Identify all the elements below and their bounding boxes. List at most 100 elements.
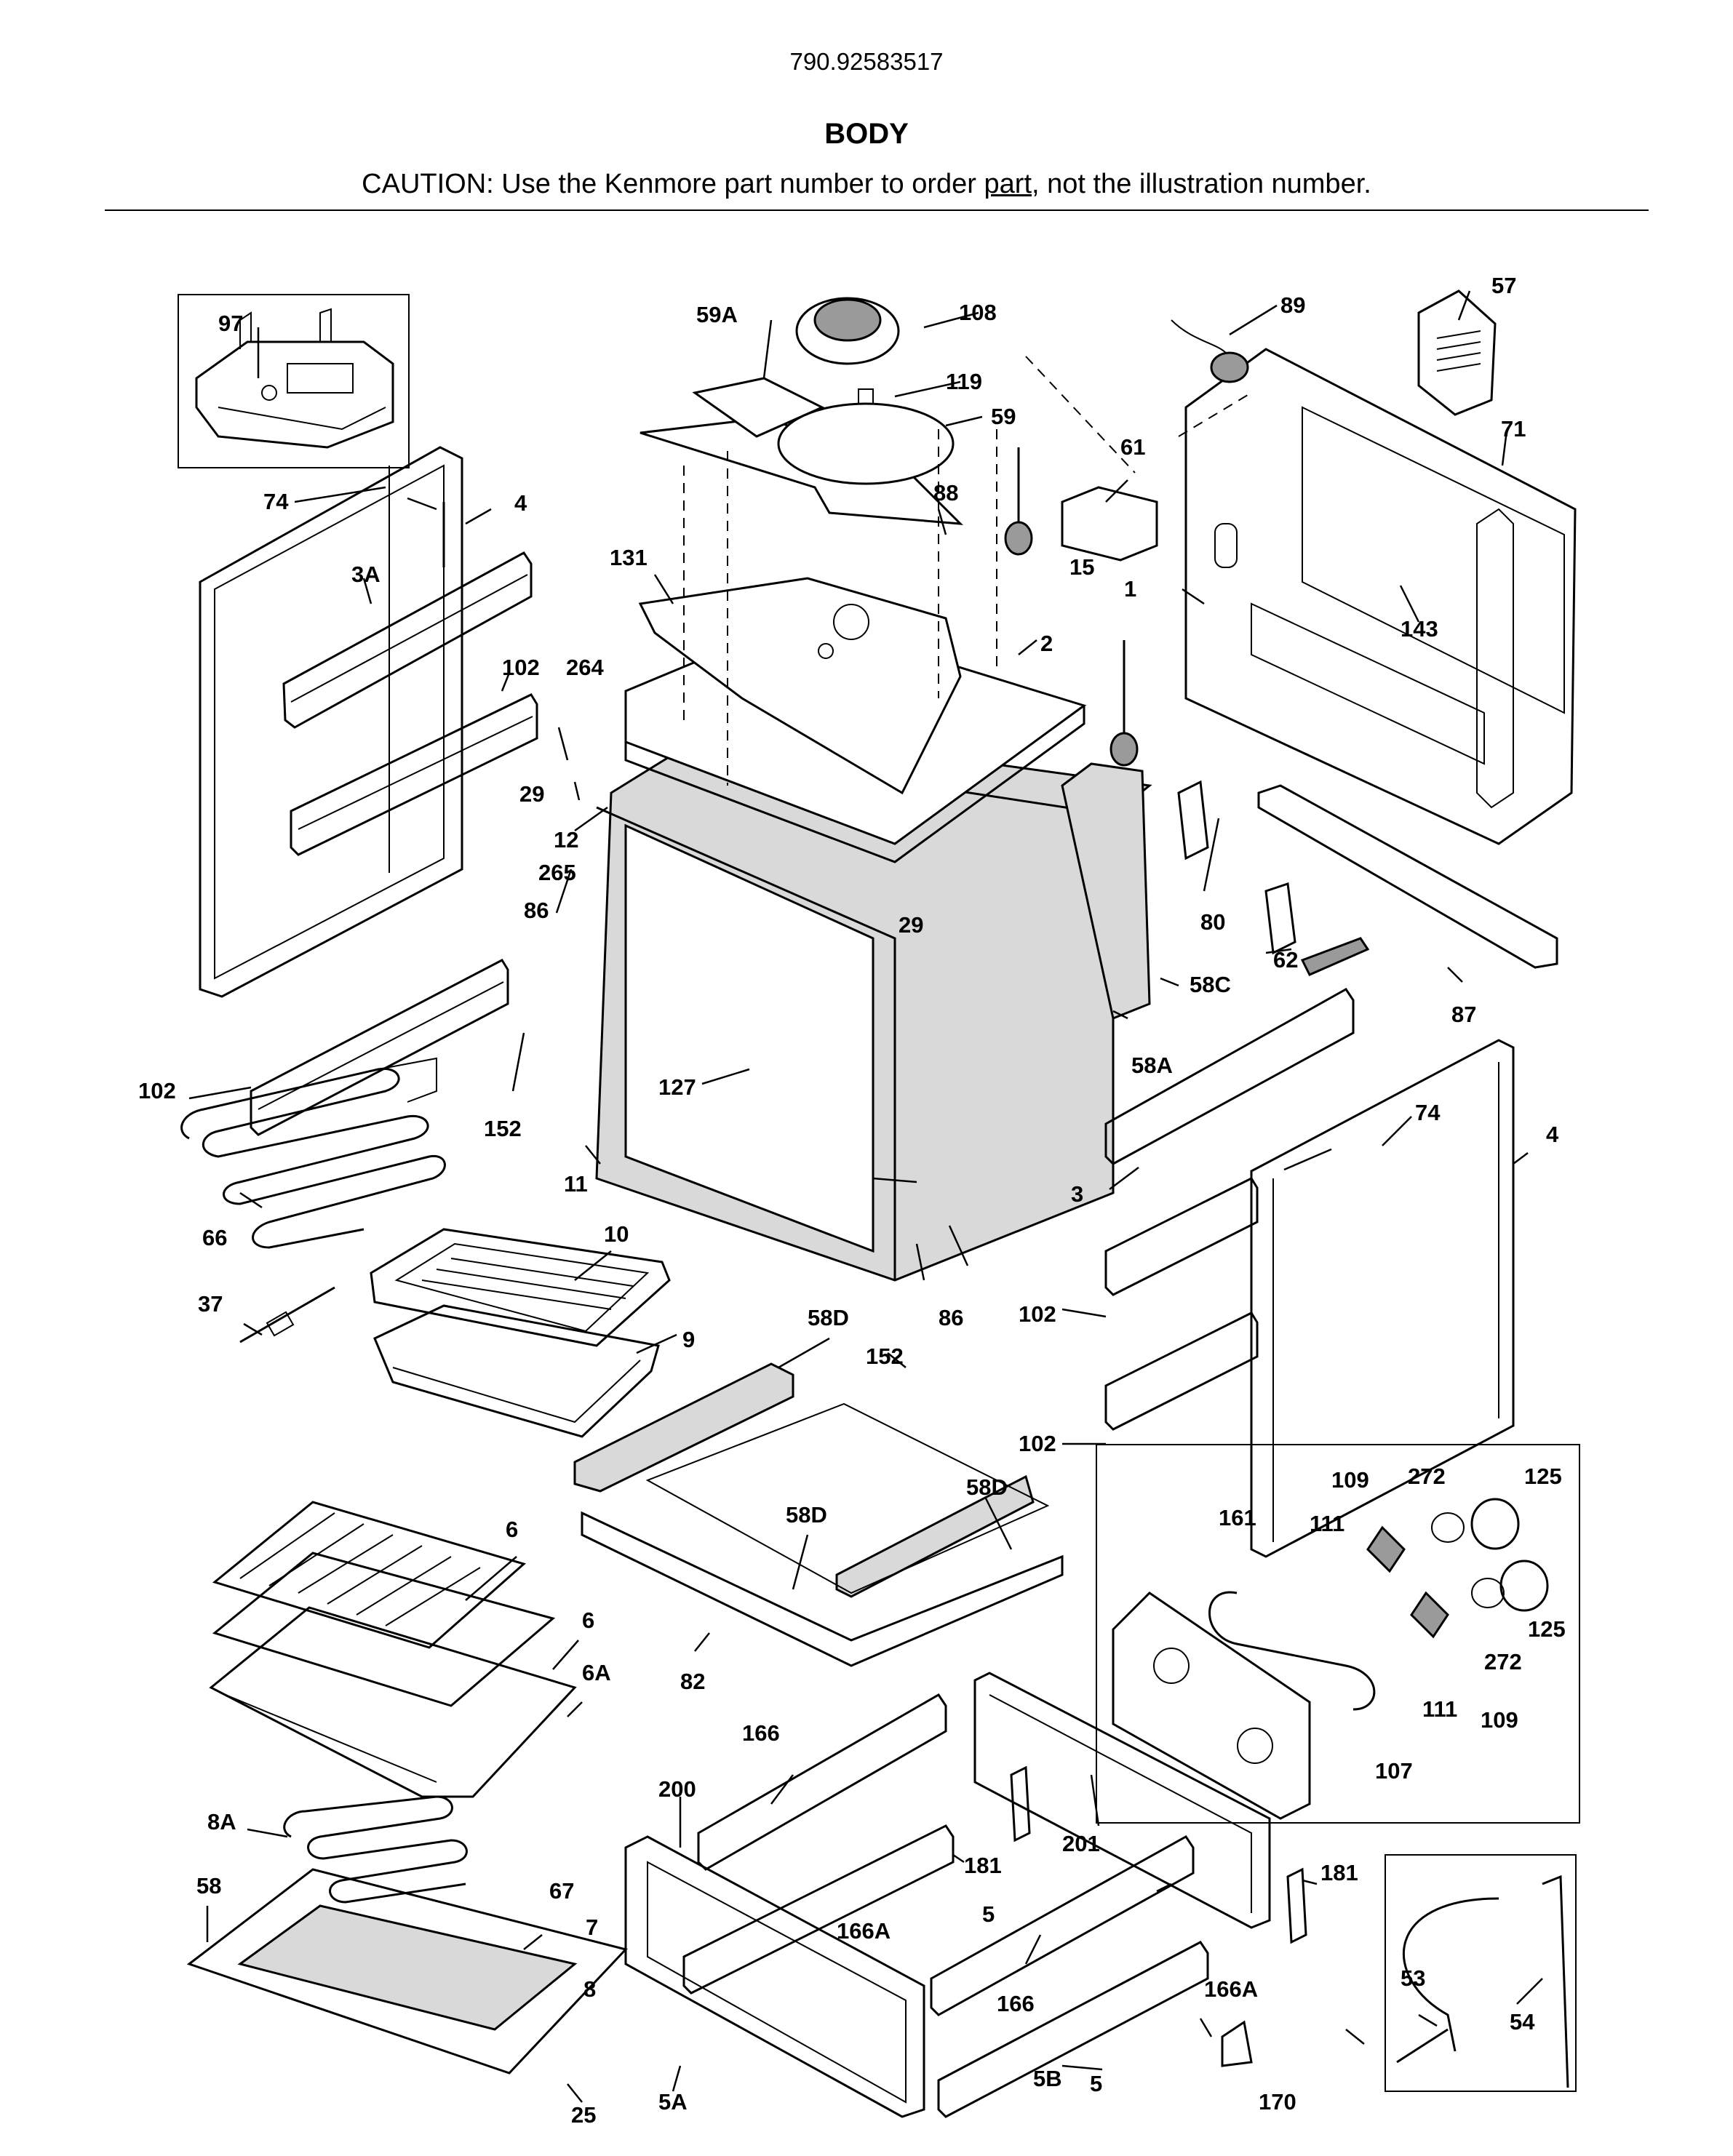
part-broiler-pan[interactable]: [373, 1304, 660, 1438]
callout-57[interactable]: 57: [1491, 273, 1516, 298]
part-rear-rail[interactable]: [1257, 784, 1558, 969]
part-gliding-rack[interactable]: [209, 1606, 577, 1798]
callout-107[interactable]: 107: [1375, 1758, 1413, 1784]
part-side-rail-102-upper[interactable]: [290, 693, 538, 856]
callout-89[interactable]: 89: [1280, 292, 1305, 318]
callout-58[interactable]: 58: [196, 1873, 221, 1899]
callout-201[interactable]: 201: [1062, 1831, 1100, 1856]
part-meat-probe[interactable]: [239, 1286, 335, 1343]
part-terminal-block[interactable]: [1300, 937, 1370, 976]
callout-6-b[interactable]: 6: [582, 1608, 594, 1633]
callout-3[interactable]: 3: [1071, 1181, 1083, 1207]
callout-67[interactable]: 67: [549, 1878, 574, 1904]
part-side-rail-102-right-upper[interactable]: [1104, 1177, 1259, 1296]
part-control-board[interactable]: [178, 294, 410, 468]
callout-166-b[interactable]: 166: [997, 1991, 1035, 2016]
callout-181-b[interactable]: 181: [1320, 1860, 1358, 1885]
callout-131[interactable]: 131: [610, 545, 648, 570]
callout-109[interactable]: 109: [1331, 1467, 1369, 1493]
callout-58d[interactable]: 58D: [808, 1305, 849, 1330]
part-air-duct[interactable]: [640, 377, 963, 525]
callout-166a[interactable]: 166A: [837, 1918, 891, 1944]
part-side-rail-3[interactable]: [1104, 988, 1355, 1165]
callout-12[interactable]: 12: [554, 827, 578, 853]
callout-59[interactable]: 59: [991, 404, 1016, 429]
callout-54[interactable]: 54: [1510, 2009, 1535, 2035]
callout-29-b[interactable]: 29: [899, 912, 923, 938]
callout-102-d[interactable]: 102: [1019, 1431, 1056, 1456]
callout-10[interactable]: 10: [604, 1221, 629, 1247]
part-left-side-panel[interactable]: [199, 446, 463, 998]
callout-166a-b[interactable]: 166A: [1204, 1976, 1258, 2002]
callout-80[interactable]: 80: [1200, 909, 1225, 935]
callout-119[interactable]: 119: [946, 369, 982, 394]
part-side-rail-102-lower[interactable]: [250, 959, 509, 1136]
callout-127[interactable]: 127: [658, 1074, 696, 1100]
part-side-rail-102-right-lower[interactable]: [1104, 1311, 1259, 1431]
callout-58d-c[interactable]: 58D: [786, 1502, 827, 1528]
callout-15[interactable]: 15: [1069, 554, 1094, 580]
callout-4[interactable]: 4: [514, 490, 527, 516]
part-rear-frame[interactable]: [973, 1672, 1271, 1929]
part-back-panel[interactable]: [1184, 348, 1577, 845]
callout-58c[interactable]: 58C: [1190, 972, 1231, 997]
callout-6a[interactable]: 6A: [582, 1660, 611, 1685]
callout-11[interactable]: 11: [564, 1171, 588, 1197]
part-leveling-leg-170[interactable]: [1221, 2020, 1253, 2067]
part-cross-rail-166[interactable]: [697, 1693, 1195, 2016]
callout-5-b[interactable]: 5: [1090, 2071, 1102, 2096]
callout-7[interactable]: 7: [586, 1915, 598, 1940]
callout-152-b[interactable]: 152: [866, 1343, 904, 1369]
part-cross-rail-166a[interactable]: [682, 1824, 1209, 2118]
callout-58a[interactable]: 58A: [1131, 1053, 1173, 1078]
part-bracket-181[interactable]: [1010, 1765, 1307, 1944]
callout-166[interactable]: 166: [742, 1720, 780, 1746]
callout-59a[interactable]: 59A: [696, 302, 738, 327]
callout-264[interactable]: 264: [566, 655, 604, 680]
callout-74-b[interactable]: 74: [1415, 1100, 1441, 1125]
callout-53[interactable]: 53: [1401, 1965, 1425, 1991]
part-side-rail-3a[interactable]: [282, 551, 533, 729]
callout-272[interactable]: 272: [1408, 1464, 1446, 1489]
callout-1[interactable]: 1: [1124, 576, 1136, 602]
callout-9[interactable]: 9: [682, 1327, 695, 1352]
part-oven-sensor[interactable]: [1385, 1854, 1577, 2092]
callout-3a[interactable]: 3A: [351, 562, 381, 587]
callout-181[interactable]: 181: [964, 1853, 1002, 1878]
part-vent-cover[interactable]: [1417, 290, 1497, 416]
callout-5[interactable]: 5: [982, 1901, 995, 1927]
callout-272-b[interactable]: 272: [1484, 1649, 1522, 1674]
part-hinge-receiver[interactable]: [1177, 780, 1296, 955]
callout-143[interactable]: 143: [1401, 616, 1438, 642]
part-hidden-bake-element[interactable]: [283, 1795, 468, 1904]
callout-102-c[interactable]: 102: [1019, 1301, 1056, 1327]
callout-37[interactable]: 37: [198, 1291, 223, 1317]
callout-25[interactable]: 25: [571, 2102, 596, 2128]
callout-74[interactable]: 74: [263, 489, 289, 514]
callout-2[interactable]: 2: [1040, 631, 1053, 656]
callout-61[interactable]: 61: [1120, 434, 1145, 460]
callout-125-b[interactable]: 125: [1528, 1616, 1566, 1642]
callout-108[interactable]: 108: [959, 300, 997, 325]
callout-170[interactable]: 170: [1259, 2089, 1296, 2115]
callout-102-b[interactable]: 102: [138, 1078, 176, 1103]
callout-161[interactable]: 161: [1219, 1505, 1256, 1530]
part-bake-element[interactable]: [180, 1057, 446, 1249]
callout-86[interactable]: 86: [524, 898, 549, 923]
callout-62[interactable]: 62: [1273, 947, 1298, 973]
part-convection-fan-assembly[interactable]: [1096, 1444, 1580, 1824]
callout-125[interactable]: 125: [1524, 1464, 1562, 1489]
caution-part-link[interactable]: part: [984, 169, 1032, 199]
callout-102[interactable]: 102: [502, 655, 540, 680]
callout-97[interactable]: 97: [218, 311, 243, 336]
callout-87[interactable]: 87: [1451, 1002, 1476, 1027]
part-bracket-61[interactable]: [1061, 486, 1158, 562]
part-convection-motor[interactable]: [795, 297, 900, 404]
callout-58d-b[interactable]: 58D: [966, 1474, 1008, 1500]
callout-29[interactable]: 29: [519, 781, 544, 807]
callout-109-b[interactable]: 109: [1481, 1707, 1518, 1733]
callout-8a[interactable]: 8A: [207, 1809, 236, 1834]
part-insulation-58d[interactable]: [573, 1362, 1064, 1667]
callout-8[interactable]: 8: [583, 1976, 596, 2002]
part-wire-harness-89[interactable]: [1171, 319, 1249, 383]
